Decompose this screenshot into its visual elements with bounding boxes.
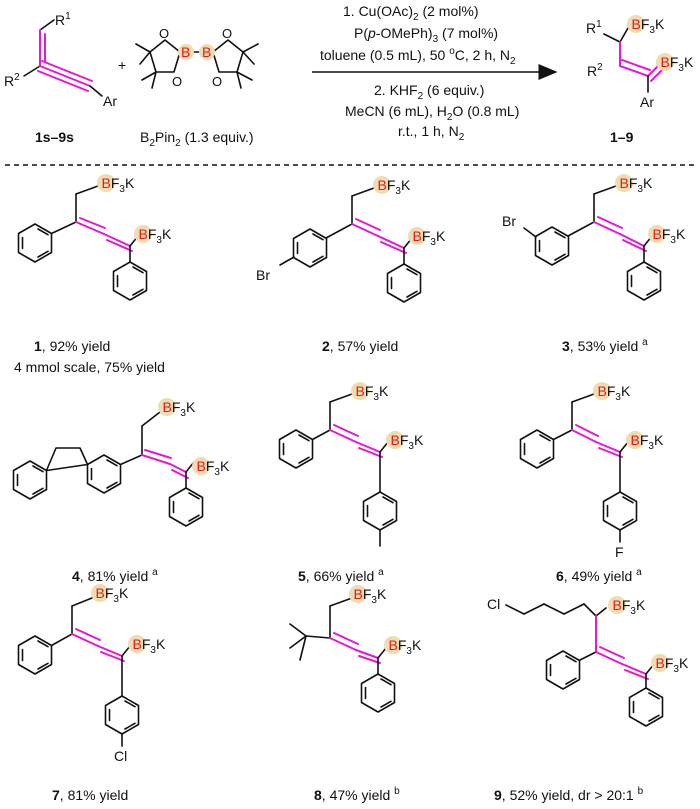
oxygen-atom: O — [212, 74, 222, 89]
reagent-label: B2Pin2 (1.3 equiv.) — [140, 129, 254, 149]
svg-text:Br: Br — [256, 267, 270, 283]
svg-text:2, 57% yield: 2, 57% yield — [322, 338, 398, 354]
product-5-structure — [278, 382, 424, 547]
product-9-structure: Cl — [487, 596, 689, 727]
product-4-caption: 4, 81% yield a — [72, 567, 158, 584]
svg-text:1, 92% yield: 1, 92% yield — [34, 338, 110, 354]
product-7-caption: 7, 81% yield — [52, 787, 128, 803]
condition-line: MeCN (6 mL), H2O (0.8 mL) — [345, 103, 519, 123]
condition-line: toluene (0.5 mL), 50 oC, 2 h, N2 — [320, 46, 516, 67]
product-1-caption: 1, 92% yield 4 mmol scale, 75% yield — [14, 338, 165, 375]
general-product: R1 R2 Ar 1–9 — [586, 15, 694, 145]
condition-line: P(p-OMePh)3 (7 mol%) — [354, 25, 498, 45]
product-7-structure: Cl — [17, 584, 166, 764]
oxygen-atom: O — [172, 74, 182, 89]
oxygen-atom: O — [159, 26, 169, 41]
product-3-structure: Br — [502, 174, 686, 301]
product-6-caption: 6, 49% yield a — [556, 567, 642, 584]
plus-sign: + — [118, 57, 126, 73]
product-9-caption: 9, 52% yield, dr > 20:1 b — [494, 786, 644, 803]
substrate-enyne: R1 R2 Ar 1s–9s — [4, 11, 117, 145]
svg-text:7, 81% yield: 7, 81% yield — [52, 787, 128, 803]
substrate-label: 1s–9s — [35, 129, 74, 145]
svg-text:3, 53% yield a: 3, 53% yield a — [562, 337, 648, 354]
svg-text:Cl: Cl — [487, 596, 500, 612]
svg-text:F: F — [615, 544, 624, 560]
condition-line: 2. KHF2 (6 equiv.) — [374, 82, 484, 102]
svg-text:9, 52% yield, dr > 20:1 b: 9, 52% yield, dr > 20:1 b — [494, 786, 644, 803]
svg-text:R1: R1 — [586, 19, 602, 36]
substrate-r1-label: R1 — [55, 11, 71, 28]
svg-text:4, 81% yield a: 4, 81% yield a — [72, 567, 158, 584]
product-8-caption: 8, 47% yield b — [314, 786, 400, 803]
product-2-structure: Br — [256, 176, 446, 303]
condition-line: 1. Cu(OAc)2 (2 mol%) — [343, 3, 478, 23]
svg-text:4 mmol scale, 75% yield: 4 mmol scale, 75% yield — [14, 359, 165, 375]
conditions-step1: 1. Cu(OAc)2 (2 mol%) P(p-OMePh)3 (7 mol%… — [320, 3, 516, 67]
svg-text:R2: R2 — [587, 62, 603, 79]
condition-line: r.t., 1 h, N2 — [398, 123, 465, 143]
svg-text:Ar: Ar — [640, 94, 654, 110]
product-label: 1–9 — [610, 129, 634, 145]
product-6-structure: F — [519, 382, 664, 560]
svg-text:6, 49% yield a: 6, 49% yield a — [556, 567, 642, 584]
product-8-structure — [289, 585, 422, 713]
boron-atom: B — [181, 44, 190, 60]
oxygen-atom: O — [222, 26, 232, 41]
product-3-caption: 3, 53% yield a — [562, 337, 648, 354]
svg-text:5, 66% yield a: 5, 66% yield a — [298, 567, 384, 584]
product-1-structure — [17, 174, 172, 301]
svg-text:Cl: Cl — [114, 748, 127, 764]
product-5-caption: 5, 66% yield a — [298, 567, 384, 584]
product-4-structure — [12, 398, 230, 527]
substrate-r2-label: R2 — [4, 72, 20, 89]
svg-text:8, 47% yield b: 8, 47% yield b — [314, 786, 400, 803]
svg-text:Br: Br — [502, 213, 516, 229]
product-2-caption: 2, 57% yield — [322, 338, 398, 354]
boron-atom: B — [202, 44, 211, 60]
substrate-ar-label: Ar — [103, 93, 117, 109]
reagent-b2pin2: B B O O O O B2Pin2 (1.3 equiv.) — [135, 26, 259, 149]
conditions-step2: 2. KHF2 (6 equiv.) MeCN (6 mL), H2O (0.8… — [345, 82, 519, 143]
